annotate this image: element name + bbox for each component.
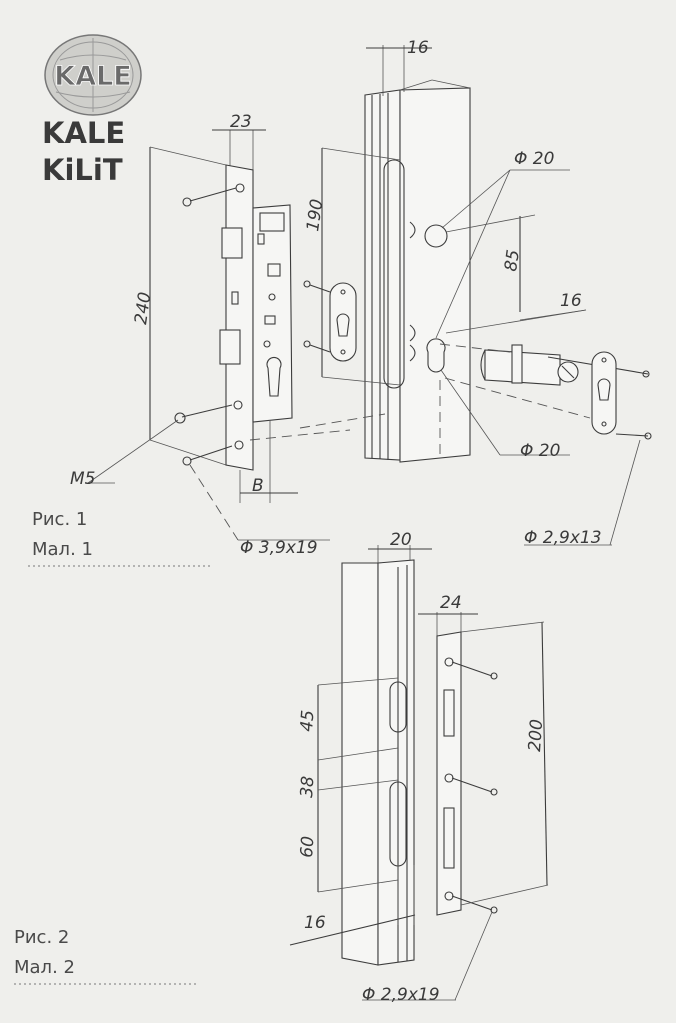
dim-screw-29x19: Φ 2,9x19 [362,985,440,1005]
door-profile-face [399,87,471,463]
dim-slot-38: 38 [297,775,318,798]
dim-slot-45: 45 [297,709,318,732]
figure-1-caption-ru: Рис. 1 [32,509,87,530]
door-profile [364,89,401,461]
figure-2-drawing [289,545,549,1001]
figure-1-drawing [87,45,652,546]
dim-frame-width: 20 [390,530,412,550]
dim-strike-height: 200 [525,719,547,753]
dim-profile-width: 16 [407,38,429,58]
frame-profile [341,562,379,966]
dim-hole-span: 190 [303,198,327,233]
brand-name: KALE [42,116,125,150]
figure-2-caption-ru: Рис. 2 [14,927,69,948]
dim-screw-39x19: Φ 3,9x19 [240,538,318,558]
figure-1-caption-uk: Мал. 1 [32,539,93,560]
dim-screw-29x13: Φ 2,9x13 [524,528,602,548]
escutcheon-right [591,351,617,435]
dim-offset-16: 16 [304,913,326,933]
figure-2-caption-uk: Мал. 2 [14,957,75,978]
brand-subname: KiLiT [42,153,123,187]
dim-lock-height: 240 [131,291,155,326]
frame-profile-face [377,559,415,966]
dim-cylinder: 16 [560,291,582,311]
dim-screw-m5: M5 [70,469,95,489]
kale-logo: KALE [44,34,142,116]
dim-strike-width: 24 [440,593,462,613]
dim-hole-bottom-diameter: Φ 20 [520,441,560,461]
dim-faceplate-width: 23 [230,112,252,132]
dim-slot-60: 60 [297,835,318,858]
lock-faceplate [225,164,254,471]
dim-backset: B [252,476,264,496]
logo-emblem-text: KALE [54,61,131,92]
escutcheon-left [329,282,357,362]
dim-spacing: 85 [501,248,524,272]
dim-hole-top-diameter: Φ 20 [514,149,554,169]
lock-body [252,204,293,423]
lock-cylinder [480,344,579,386]
